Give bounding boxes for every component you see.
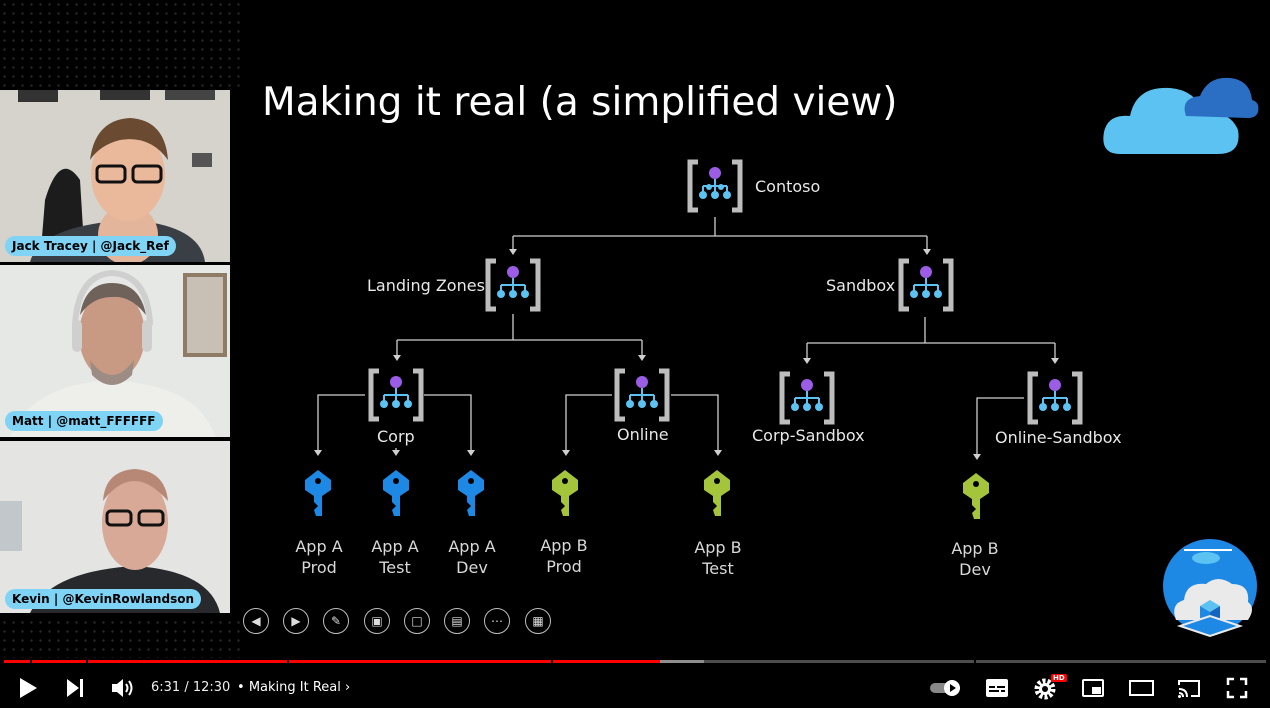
- app-env: Dev: [959, 560, 991, 579]
- theater-mode-button[interactable]: [1128, 676, 1156, 700]
- miniplayer-button[interactable]: [1081, 676, 1105, 700]
- app-label: App B Test: [673, 537, 763, 579]
- fullscreen-button[interactable]: [1225, 676, 1249, 700]
- next-slide-button[interactable]: ▶: [283, 608, 309, 634]
- app-env: Prod: [546, 557, 582, 576]
- previous-slide-button[interactable]: ◀: [243, 608, 269, 634]
- app-env: Test: [379, 558, 411, 577]
- hierarchy-connectors: [314, 217, 1059, 460]
- play-button[interactable]: [17, 676, 39, 700]
- app-label: App B Prod: [519, 535, 609, 577]
- camera-icon[interactable]: □: [404, 608, 430, 634]
- management-group-icon: [898, 258, 954, 312]
- decorative-dots: [0, 618, 240, 658]
- node-label-online-sandbox: Online-Sandbox: [995, 428, 1122, 447]
- more-options-icon[interactable]: ⋯: [484, 608, 510, 634]
- node-label-contoso: Contoso: [755, 177, 821, 196]
- node-label-sandbox: Sandbox: [826, 276, 896, 295]
- subscription-key-icon: [704, 470, 730, 516]
- separator: •: [237, 680, 245, 695]
- app-label: App A Prod: [274, 536, 364, 578]
- chapter-title[interactable]: • Making It Real ›: [237, 680, 350, 695]
- node-label-corp-sandbox: Corp-Sandbox: [752, 426, 865, 445]
- subscription-key-icon: [552, 470, 578, 516]
- node-label-online: Online: [617, 425, 669, 444]
- volume-button[interactable]: [110, 676, 136, 700]
- subscription-key-icon: [305, 470, 331, 516]
- chevron-right-icon: ›: [345, 680, 351, 695]
- management-group-icon: [614, 368, 670, 422]
- subscription-key-icon: [383, 470, 409, 516]
- app-label: App A Test: [350, 536, 440, 578]
- channel-logo-icon: [1163, 539, 1257, 638]
- hd-badge: HD: [1051, 674, 1067, 682]
- app-name: App B: [694, 538, 742, 557]
- management-group-icon: [485, 258, 541, 312]
- subtitles-button[interactable]: [985, 676, 1009, 700]
- app-name: App B: [951, 539, 999, 558]
- app-label: App A Dev: [427, 536, 517, 578]
- app-name: App B: [540, 536, 588, 555]
- time-display: 6:31 / 12:30: [151, 680, 231, 695]
- autoplay-toggle[interactable]: [929, 676, 963, 700]
- webcam-jack: Jack Tracey | @Jack_Ref: [0, 90, 230, 262]
- chapter-marker: [551, 660, 553, 663]
- person-video: [0, 265, 230, 437]
- app-env: Test: [702, 559, 734, 578]
- participant-name: Kevin | @KevinRowlandson: [5, 589, 201, 609]
- subtitles-icon[interactable]: ▤: [444, 608, 470, 634]
- slide-title: Making it real (a simplified view): [262, 80, 898, 125]
- subscription-key-icon: [963, 473, 989, 519]
- app-env: Prod: [301, 558, 337, 577]
- presenter-view-icon[interactable]: ▦: [525, 608, 551, 634]
- node-label-landing-zones: Landing Zones: [367, 276, 485, 295]
- webcam-kevin: Kevin | @KevinRowlandson: [0, 441, 230, 613]
- app-env: Dev: [456, 558, 488, 577]
- app-name: App A: [448, 537, 496, 556]
- app-label: App B Dev: [930, 538, 1020, 580]
- app-name: App A: [295, 537, 343, 556]
- participant-name: Jack Tracey | @Jack_Ref: [5, 236, 176, 256]
- progress-played: [4, 660, 660, 663]
- video-frame[interactable]: Jack Tracey | @Jack_Ref Matt | @matt_FFF…: [0, 0, 1270, 660]
- chapter-marker: [86, 660, 88, 663]
- management-group-icon: [779, 371, 835, 425]
- node-label-corp: Corp: [377, 427, 415, 446]
- settings-gear-icon[interactable]: [1033, 676, 1061, 702]
- cast-button[interactable]: [1176, 676, 1202, 700]
- chapter-marker: [974, 660, 976, 663]
- next-video-button[interactable]: [65, 676, 87, 700]
- management-group-icon: [687, 159, 743, 213]
- cloud-logo-icon: [1103, 77, 1259, 154]
- chapter-marker: [30, 660, 32, 663]
- pen-icon[interactable]: ✎: [323, 608, 349, 634]
- slides-grid-icon[interactable]: ▣: [364, 608, 390, 634]
- chapter-label: Making It Real: [248, 680, 341, 695]
- management-group-icon: [368, 368, 424, 422]
- chapter-marker: [287, 660, 289, 663]
- app-name: App A: [371, 537, 419, 556]
- decorative-dots: [0, 0, 240, 88]
- management-group-icon: [1027, 371, 1083, 425]
- participant-name: Matt | @matt_FFFFFF: [5, 411, 163, 431]
- webcam-matt: Matt | @matt_FFFFFF: [0, 265, 230, 437]
- subscription-key-icon: [458, 470, 484, 516]
